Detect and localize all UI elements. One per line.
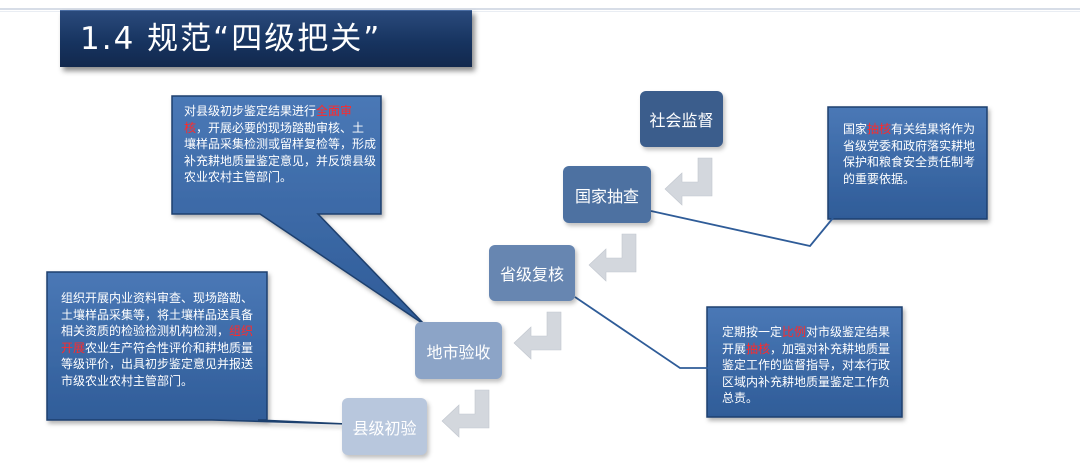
step-national-spot-check: 国家抽查	[563, 166, 651, 223]
callout-city-right-shape	[706, 306, 903, 418]
callout-city-right-mid: 对市级鉴定结果开展	[722, 325, 891, 356]
step-arrow-4	[441, 389, 490, 438]
step-city-acceptance: 地市验收	[415, 322, 502, 379]
callout-province-text: 对县级初步鉴定结果进行全面审核，开展必要的现场踏勘审核、土壤样品采集检测或留样复…	[184, 103, 376, 186]
callout-province-post: ，开展必要的现场踏勘审核、土壤样品采集检测或留样复检等，形成补充耕地质量鉴定意见…	[184, 120, 377, 185]
page-title: 1.4 规范“四级把关”	[80, 21, 382, 57]
callout-city-pre: 组织开展内业资料审查、现场踏勘、土壤样品采集等，将土壤样品送具备相关资质的检验检…	[61, 291, 254, 338]
callout-city-post: 农业生产符合性评价和耕地质量等级评价，出具初步鉴定意见并报送市级农业农村主管部门…	[61, 340, 254, 388]
step-arrow-3	[513, 311, 562, 360]
callout-national-shape	[827, 106, 988, 220]
step-provincial-review: 省级复核	[489, 245, 575, 301]
callout-city-highlight: 组织开展	[61, 324, 254, 355]
callout-city-text: 组织开展内业资料审查、现场踏勘、土壤样品采集等，将土壤样品送具备相关资质的检验检…	[61, 290, 261, 389]
callout-province-highlight: 全面审核	[184, 104, 353, 135]
title-rule-secondary	[0, 11, 1080, 12]
callout-national-post: 有关结果将作为省级党委和政府落实耕地保护和粮食安全责任制考的重要依据。	[843, 122, 976, 186]
callout-national-highlight: 抽核	[867, 122, 892, 136]
connector-national	[650, 210, 834, 247]
callout-province-shape	[171, 95, 426, 326]
callout-province-pre: 对县级初步鉴定结果进行	[184, 104, 317, 118]
title-banner: 1.4 规范“四级把关”	[60, 10, 472, 67]
callout-city-right-highlight2: 抽核	[746, 341, 771, 356]
callout-city-right-text: 定期按一定比例对市级鉴定结果开展抽核，加强对补充耕地质量鉴定工作的监督指导，对本…	[722, 324, 896, 407]
step-county-initial-check: 县级初验	[342, 398, 427, 455]
step-arrow-1	[664, 157, 713, 206]
callout-city-right-highlight: 比例	[782, 325, 807, 339]
callout-national-pre: 国家	[843, 122, 868, 136]
step-arrow-2	[588, 233, 637, 282]
callout-city-shape	[46, 271, 348, 425]
connector-province	[574, 296, 708, 369]
callout-national-text: 国家抽核有关结果将作为省级党委和政府落实耕地保护和粮食安全责任制考的重要依据。	[843, 121, 979, 187]
title-rule	[0, 8, 1080, 10]
step-social-supervision: 社会监督	[640, 91, 723, 147]
callout-city-right-pre: 定期按一定	[722, 325, 783, 339]
callout-city-right-post: ，加强对补充耕地质量鉴定工作的监督指导，对本行政区域内补充耕地质量鉴定工作负总责…	[722, 341, 891, 406]
